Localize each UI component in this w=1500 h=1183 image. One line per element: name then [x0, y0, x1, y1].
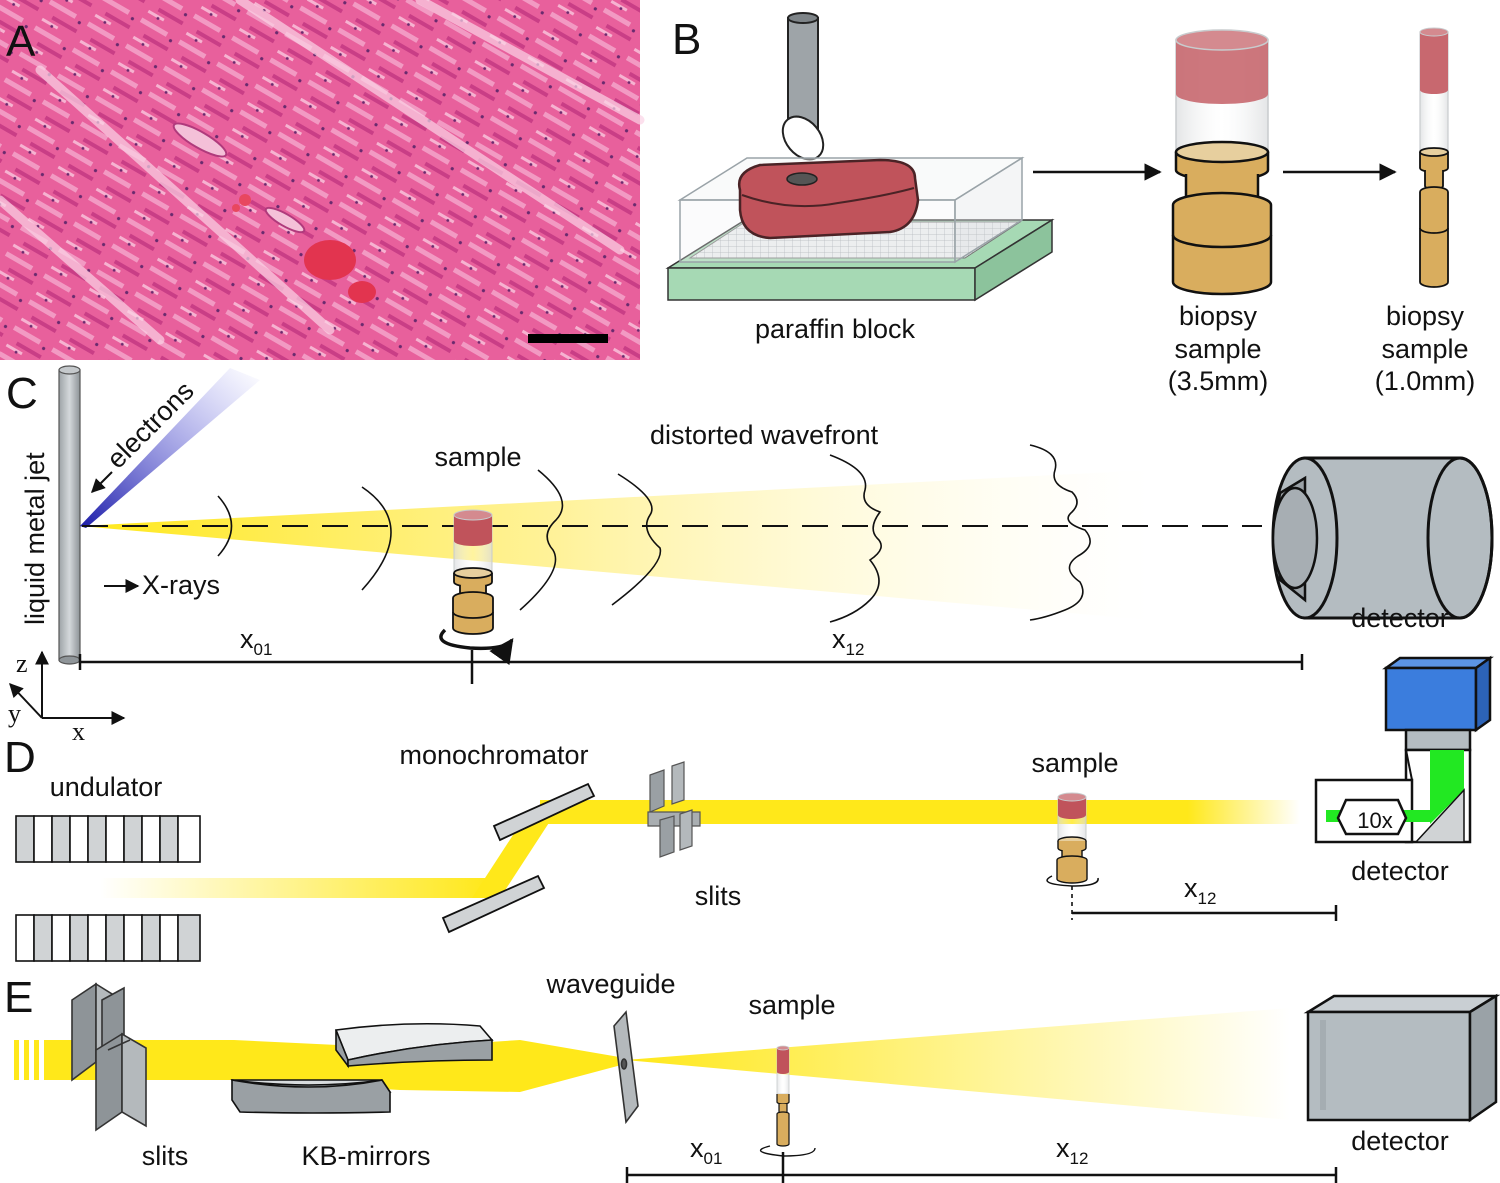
biopsy-needle — [781, 12, 825, 161]
biopsy-large-line1: biopsy — [1179, 301, 1258, 331]
sample-label-e: sample — [748, 990, 835, 1020]
sample-d — [1056, 792, 1088, 884]
detector-c — [1271, 456, 1494, 620]
rotation-arrow-c — [439, 628, 514, 666]
rotation-arrow-e — [759, 1145, 816, 1157]
liquid-metal-jet — [58, 365, 81, 665]
biopsy-small-line2: sample — [1381, 334, 1468, 364]
wavefronts — [217, 444, 1091, 623]
axis-x: x — [72, 717, 85, 746]
biopsy-small-line1: biopsy — [1386, 301, 1465, 331]
panel-a: A — [0, 0, 645, 360]
panel-letter-c: C — [6, 369, 38, 418]
sample-c — [452, 509, 494, 635]
kb-mirror-2 — [334, 1022, 494, 1069]
waveguide — [613, 1010, 639, 1125]
beam-e-kb — [234, 1040, 625, 1092]
beam-d-up — [472, 812, 556, 898]
jet-label: liquid metal jet — [20, 452, 50, 625]
detector-label-d: detector — [1351, 856, 1449, 886]
axis-y: y — [8, 699, 21, 728]
sample-label-c: sample — [434, 442, 521, 472]
axis-z: z — [16, 649, 28, 678]
distance-bar-c — [78, 650, 1304, 684]
tissue-chunk — [737, 158, 920, 240]
undulator-bottom — [15, 914, 201, 962]
panel-letter-d: D — [4, 733, 36, 782]
electrons-arrow — [91, 471, 113, 493]
scale-bar — [528, 334, 608, 343]
electron-beam — [80, 368, 260, 528]
detector-e — [1303, 993, 1500, 1123]
monochromator-crystal-1 — [492, 782, 596, 842]
slits-label-d: slits — [695, 881, 742, 911]
panel-letter-e: E — [4, 973, 33, 1022]
histology-streaks — [0, 0, 645, 345]
coordinate-axes — [9, 650, 126, 725]
dist-x12-e: x12 — [1056, 1133, 1088, 1168]
detector-label-c: detector — [1351, 603, 1449, 633]
undulator-top — [15, 815, 201, 863]
biopsy-sample-small — [1419, 27, 1449, 288]
xrays-label: X-rays — [142, 570, 220, 600]
dist-x12-c: x12 — [832, 624, 864, 659]
biopsy-sample-large — [1171, 29, 1273, 296]
distance-bar-e — [625, 1152, 1338, 1183]
detector-label-e: detector — [1351, 1126, 1449, 1156]
kb-mirror-1 — [230, 1079, 392, 1114]
monochromator-crystal-2 — [441, 874, 546, 934]
slits-d — [647, 761, 701, 858]
slits-e — [71, 982, 147, 1132]
monochromator-label: monochromator — [399, 740, 588, 770]
sample-e — [776, 1045, 790, 1147]
objective-label: 10x — [1357, 808, 1392, 833]
biopsy-large-line2: sample — [1174, 334, 1261, 364]
wavefront-label: distorted wavefront — [650, 420, 879, 450]
sample-label-d: sample — [1031, 748, 1118, 778]
beam-d-out — [1050, 800, 1300, 824]
waveguide-label: waveguide — [545, 969, 675, 999]
xray-cone — [80, 470, 1150, 620]
distance-bar-d — [1072, 905, 1338, 921]
beam-e-cone — [625, 1008, 1290, 1120]
beam-d-mid — [540, 800, 1050, 824]
slits-label-e: slits — [142, 1141, 189, 1171]
beam-d-in — [100, 878, 490, 898]
dist-x01-c: x01 — [240, 624, 272, 659]
biopsy-large-line3: (3.5mm) — [1168, 366, 1269, 396]
dist-x12-d: x12 — [1184, 873, 1216, 908]
panel-letter-b: B — [672, 15, 701, 64]
paraffin-block-label: paraffin block — [755, 314, 916, 344]
biopsy-small-line3: (1.0mm) — [1375, 366, 1476, 396]
detector-d — [1314, 655, 1494, 844]
kb-mirrors-label: KB-mirrors — [302, 1141, 431, 1171]
undulator-label: undulator — [50, 772, 163, 802]
panel-d: D undulator — [4, 655, 1494, 962]
dist-x01-e: x01 — [690, 1133, 722, 1168]
panel-b: B paraffin block — [665, 12, 1476, 396]
panel-letter-a: A — [6, 17, 36, 66]
blood-vessel — [172, 122, 376, 303]
panel-c: C liquid metal jet electrons X-rays dist… — [6, 365, 1494, 746]
panel-e: E slits KB-m — [4, 969, 1500, 1183]
